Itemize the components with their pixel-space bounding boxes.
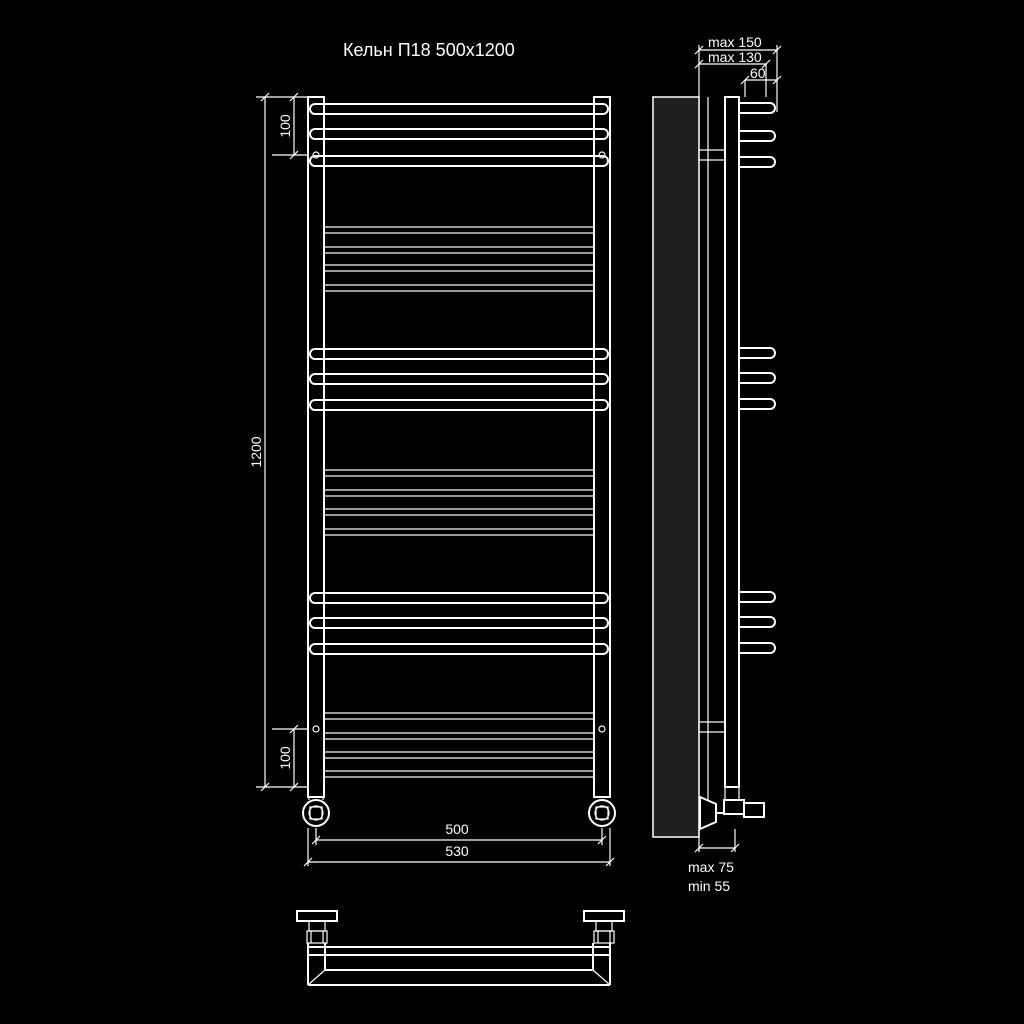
right-flange bbox=[583, 910, 625, 922]
side-view: max 150 max 130 60 max 75 min 55 bbox=[652, 34, 782, 894]
rounded-rail bbox=[309, 348, 609, 360]
dim-max-150-label: max 150 bbox=[708, 34, 762, 50]
rounded-rail bbox=[309, 373, 609, 385]
total-width-dimension bbox=[303, 828, 615, 867]
wall bbox=[652, 96, 700, 838]
side-hook bbox=[739, 398, 776, 410]
dim-total-width-label: 530 bbox=[445, 843, 469, 859]
side-post bbox=[724, 96, 740, 788]
connector-dot bbox=[598, 151, 606, 159]
flat-rail bbox=[323, 226, 595, 234]
connector-dot bbox=[312, 151, 320, 159]
side-hook bbox=[739, 102, 776, 114]
top-spacing-dimension bbox=[272, 92, 308, 160]
flat-rail bbox=[323, 246, 595, 254]
bottom-spacing-dimension bbox=[272, 724, 308, 792]
dim-max-75-label: max 75 bbox=[688, 859, 734, 875]
flat-rail bbox=[323, 489, 595, 497]
flat-rail bbox=[323, 751, 595, 759]
right-valve bbox=[588, 799, 616, 827]
top-view bbox=[296, 910, 625, 986]
side-top-dimensions bbox=[694, 45, 782, 112]
side-hook bbox=[739, 130, 776, 142]
mount-bracket-top bbox=[698, 149, 726, 161]
dim-min-55-label: min 55 bbox=[688, 878, 730, 894]
dim-bottom-spacing-label: 100 bbox=[277, 746, 293, 770]
side-hook bbox=[739, 642, 776, 654]
flat-rail bbox=[323, 712, 595, 720]
left-flange bbox=[296, 910, 338, 922]
flat-rail bbox=[323, 732, 595, 740]
dim-max-130-label: max 130 bbox=[708, 49, 762, 65]
front-rails bbox=[309, 103, 609, 778]
flat-rail bbox=[323, 264, 595, 272]
rounded-rail bbox=[309, 128, 609, 140]
side-hook bbox=[739, 616, 776, 628]
flat-rail bbox=[323, 508, 595, 516]
front-view: 1200 100 100 500 bbox=[248, 92, 616, 867]
rounded-rail bbox=[309, 643, 609, 655]
side-bottom-dimensions bbox=[694, 829, 740, 853]
connector-dot bbox=[598, 725, 606, 733]
rounded-rail bbox=[309, 155, 609, 167]
dim-60-label: 60 bbox=[750, 65, 766, 81]
side-hook bbox=[739, 156, 776, 168]
side-hook bbox=[739, 347, 776, 359]
side-hook bbox=[739, 591, 776, 603]
right-post bbox=[593, 96, 611, 798]
dim-center-distance-label: 500 bbox=[445, 821, 469, 837]
side-hooks bbox=[739, 102, 776, 654]
rounded-rail bbox=[309, 592, 609, 604]
flat-rail bbox=[323, 528, 595, 536]
center-distance-dimension bbox=[311, 828, 607, 845]
drawing-title: Кельн П18 500x1200 bbox=[343, 40, 515, 60]
flat-rail bbox=[323, 770, 595, 778]
rounded-rail bbox=[309, 103, 609, 115]
flat-rail bbox=[323, 469, 595, 477]
rounded-rail bbox=[309, 399, 609, 411]
left-valve bbox=[302, 797, 330, 827]
dim-height-label: 1200 bbox=[248, 436, 264, 467]
rounded-rail bbox=[309, 617, 609, 629]
side-valve bbox=[699, 787, 765, 831]
side-hook bbox=[739, 372, 776, 384]
height-dimension bbox=[256, 92, 308, 792]
left-post bbox=[307, 96, 325, 798]
dim-top-spacing-label: 100 bbox=[277, 114, 293, 138]
connector-dot bbox=[312, 725, 320, 733]
mount-bracket-bottom bbox=[698, 721, 726, 733]
flat-rail bbox=[323, 284, 595, 292]
